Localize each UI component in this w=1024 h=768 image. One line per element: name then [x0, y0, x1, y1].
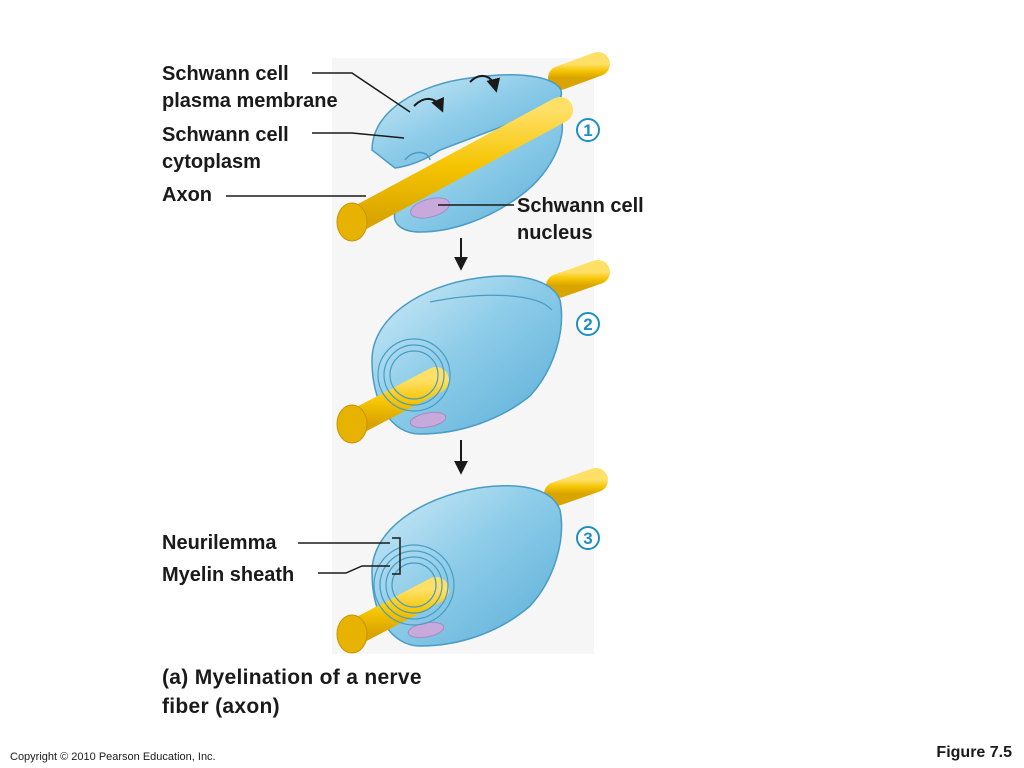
- myelin-layer: [389, 350, 439, 400]
- label-line: cytoplasm: [162, 151, 261, 173]
- label-line: Axon: [162, 184, 212, 206]
- label-myelin-sheath: Myelin sheath: [162, 562, 294, 589]
- stage-1-illustration: [336, 52, 610, 242]
- caption-line: fiber (axon): [162, 695, 280, 718]
- leader-line-myelin-sheath: [318, 565, 390, 574]
- myelin-layer: [383, 344, 445, 406]
- axon-cut-end: [336, 614, 368, 654]
- myelin-layer: [379, 550, 449, 620]
- leader-lines: [226, 72, 514, 575]
- label-axon: Axon: [162, 182, 212, 209]
- stage-2-illustration: [336, 260, 610, 444]
- axon-segment: [548, 52, 610, 90]
- step-number: 3: [583, 529, 592, 548]
- label-line: plasma membrane: [162, 90, 338, 112]
- step-number: 1: [583, 121, 592, 140]
- leader-line-cytoplasm: [312, 132, 405, 139]
- copyright-notice: Copyright © 2010 Pearson Education, Inc.: [10, 751, 216, 763]
- label-schwann-cell-plasma-membrane: Schwann cell plasma membrane: [162, 61, 338, 115]
- step-badge-3: 3: [576, 526, 600, 550]
- figure-caption: (a) Myelination of a nerve fiber (axon): [162, 663, 422, 721]
- label-line: Schwann cell: [162, 124, 289, 146]
- membrane-fold: [429, 294, 553, 311]
- stage-3-illustration: [336, 468, 608, 654]
- schwann-cell-nucleus: [409, 411, 447, 429]
- step-number: 2: [583, 315, 592, 334]
- myelin-layer: [385, 556, 443, 614]
- schwann-cell-upper-lobe: [371, 74, 563, 169]
- axon-segment: [339, 97, 573, 235]
- label-line: nucleus: [517, 222, 593, 244]
- wrap-direction-arrow: [413, 96, 445, 113]
- label-neurilemma: Neurilemma: [162, 530, 277, 557]
- myelin-bracket: [392, 537, 401, 575]
- figure-number: Figure 7.5: [936, 744, 1012, 761]
- myelin-layer: [377, 338, 451, 412]
- membrane-fold: [404, 151, 431, 161]
- axon-cut-end: [336, 202, 368, 242]
- label-schwann-cell-nucleus: Schwann cell nucleus: [517, 193, 644, 247]
- step-badge-1: 1: [576, 118, 600, 142]
- label-line: Myelin sheath: [162, 564, 295, 586]
- label-line: Schwann cell: [517, 195, 644, 217]
- schwann-cell-nucleus: [410, 197, 450, 219]
- axon-cut-end: [336, 404, 368, 444]
- leader-line-plasma-membrane: [312, 72, 411, 113]
- myelin-layer: [391, 562, 437, 608]
- myelin-layer: [373, 544, 455, 626]
- axon-segment: [544, 468, 608, 506]
- label-schwann-cell-cytoplasm: Schwann cell cytoplasm: [162, 122, 289, 176]
- caption-line: (a) Myelination of a nerve: [162, 666, 422, 689]
- axon-segment: [546, 260, 610, 298]
- wrap-direction-arrow: [469, 74, 501, 93]
- label-line: Schwann cell: [162, 63, 289, 85]
- label-line: Neurilemma: [162, 532, 277, 554]
- step-badge-2: 2: [576, 312, 600, 336]
